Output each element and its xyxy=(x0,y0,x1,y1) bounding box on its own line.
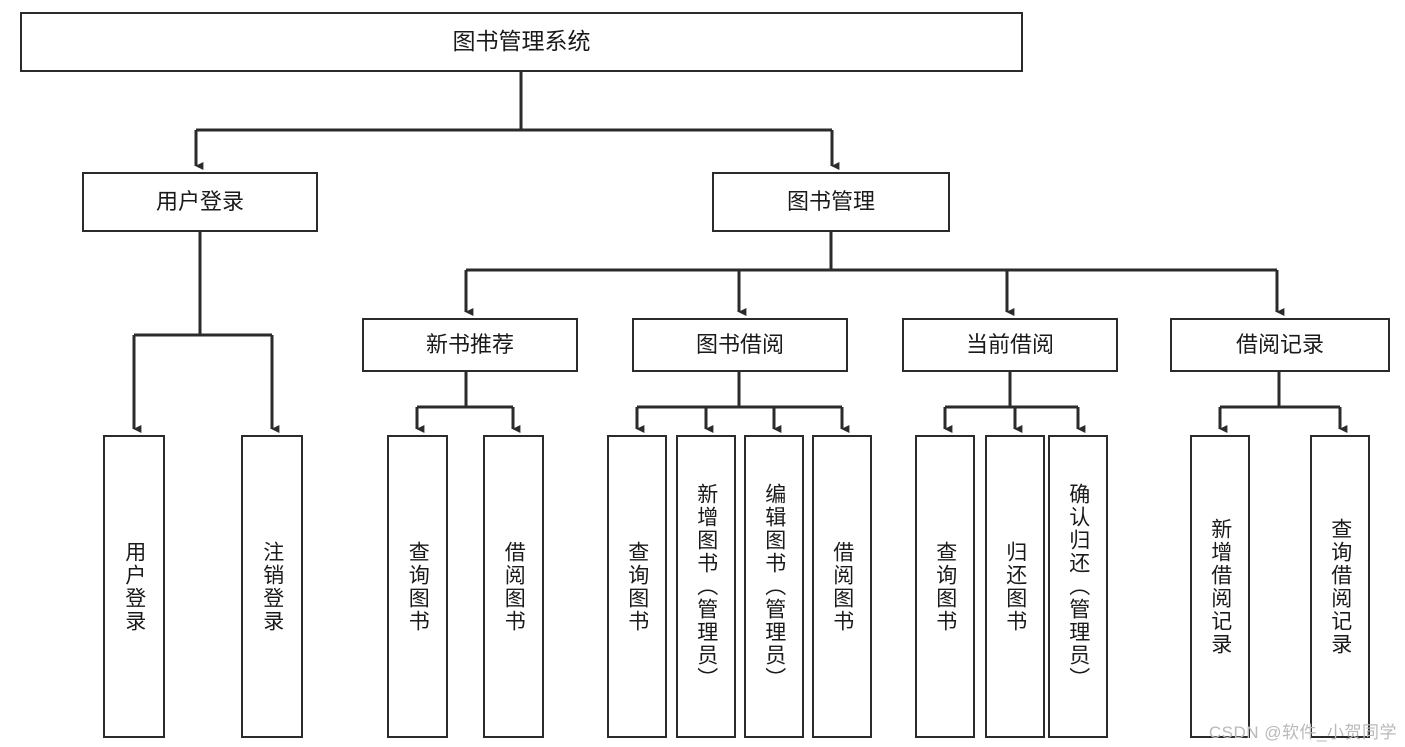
node-label: 编辑图书（管理员） xyxy=(762,483,786,690)
node-label: 用户登录 xyxy=(122,540,146,633)
node-borrow-record[interactable]: 借阅记录 xyxy=(1170,318,1390,372)
node-label: 当前借阅 xyxy=(965,331,1054,357)
node-label: 借阅图书 xyxy=(830,540,854,633)
node-label: 查询借阅记录 xyxy=(1328,517,1352,656)
node-label: 确认归还（管理员） xyxy=(1066,483,1090,690)
leaf-book-borrow-borrow-book[interactable]: 借阅图书 xyxy=(812,435,872,738)
node-label: 新增借阅记录 xyxy=(1208,517,1232,656)
node-label: 借阅图书 xyxy=(502,540,526,633)
node-label: 查询图书 xyxy=(625,540,649,633)
watermark-text: CSDN @软件_小贺同学 xyxy=(1208,723,1397,742)
node-label: 图书管理系统 xyxy=(452,28,591,55)
node-label: 新书推荐 xyxy=(425,331,514,357)
node-label: 图书管理 xyxy=(786,188,875,214)
leaf-borrow-record-query-record[interactable]: 查询借阅记录 xyxy=(1310,435,1370,738)
node-user-login[interactable]: 用户登录 xyxy=(82,172,318,232)
node-label: 图书借阅 xyxy=(695,331,784,357)
leaf-user-login-logout[interactable]: 注销登录 xyxy=(241,435,303,738)
node-label: 新增图书（管理员） xyxy=(694,483,718,690)
node-book-borrow[interactable]: 图书借阅 xyxy=(632,318,848,372)
node-book-management[interactable]: 图书管理 xyxy=(712,172,950,232)
leaf-book-borrow-edit-book-admin[interactable]: 编辑图书（管理员） xyxy=(744,435,804,738)
leaf-current-borrow-return-book[interactable]: 归还图书 xyxy=(985,435,1045,738)
node-new-book-recommend[interactable]: 新书推荐 xyxy=(362,318,578,372)
node-root-book-management-system[interactable]: 图书管理系统 xyxy=(20,12,1023,72)
node-label: 查询图书 xyxy=(933,540,957,633)
node-label: 查询图书 xyxy=(406,540,430,633)
node-current-borrow[interactable]: 当前借阅 xyxy=(902,318,1118,372)
leaf-new-book-query-book[interactable]: 查询图书 xyxy=(387,435,448,738)
leaf-current-borrow-confirm-return-admin[interactable]: 确认归还（管理员） xyxy=(1048,435,1108,738)
node-label: 注销登录 xyxy=(260,540,284,633)
leaf-user-login-login[interactable]: 用户登录 xyxy=(103,435,165,738)
leaf-borrow-record-add-record[interactable]: 新增借阅记录 xyxy=(1190,435,1250,738)
leaf-new-book-borrow-book[interactable]: 借阅图书 xyxy=(483,435,544,738)
leaf-current-borrow-query-book[interactable]: 查询图书 xyxy=(915,435,975,738)
node-label: 用户登录 xyxy=(155,188,244,214)
leaf-book-borrow-query-book[interactable]: 查询图书 xyxy=(607,435,667,738)
node-label: 借阅记录 xyxy=(1235,331,1324,357)
leaf-book-borrow-add-book-admin[interactable]: 新增图书（管理员） xyxy=(676,435,736,738)
node-label: 归还图书 xyxy=(1003,540,1027,633)
